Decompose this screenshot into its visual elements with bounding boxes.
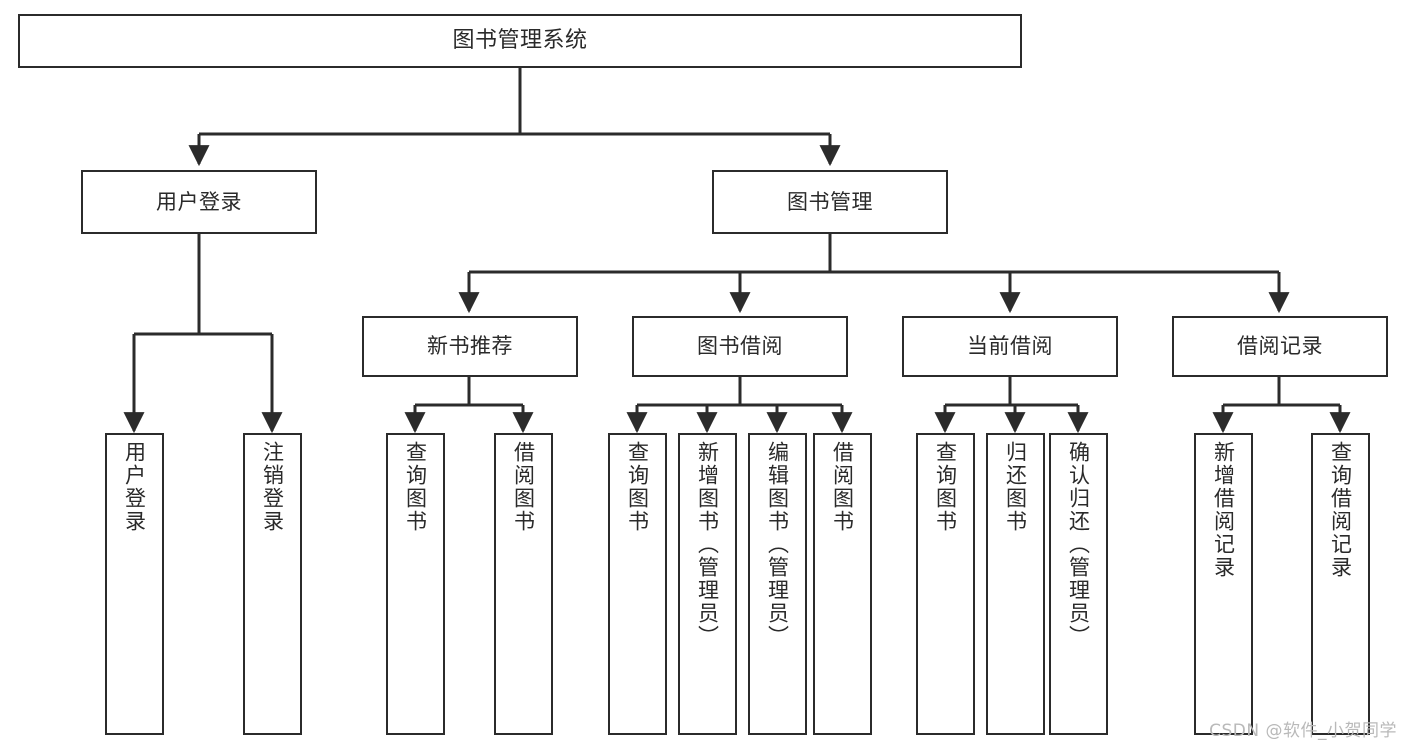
node-current-borrow-label: 当前借阅 xyxy=(967,334,1053,359)
watermark: CSDN @软件_小贺同学 xyxy=(1209,721,1397,741)
node-book-borrow[interactable]: 图书借阅 xyxy=(632,316,848,377)
leaf-query-book-1-label: 查询图书 xyxy=(403,441,428,533)
leaf-user-login-label: 用户登录 xyxy=(122,441,147,533)
node-borrow-record-label: 借阅记录 xyxy=(1237,334,1323,359)
leaf-query-book-3-label: 查询图书 xyxy=(933,441,958,533)
leaf-query-book-3[interactable]: 查询图书 xyxy=(916,433,975,735)
node-book-manage-label: 图书管理 xyxy=(787,189,873,214)
leaf-user-login[interactable]: 用户登录 xyxy=(105,433,164,735)
leaf-query-record-label: 查询借阅记录 xyxy=(1328,441,1353,579)
leaf-query-book-1[interactable]: 查询图书 xyxy=(386,433,445,735)
leaf-query-record[interactable]: 查询借阅记录 xyxy=(1311,433,1370,735)
leaf-return-book-label: 归还图书 xyxy=(1003,441,1028,533)
leaf-borrow-book-2[interactable]: 借阅图书 xyxy=(813,433,872,735)
node-book-borrow-label: 图书借阅 xyxy=(697,334,783,359)
node-current-borrow[interactable]: 当前借阅 xyxy=(902,316,1118,377)
leaf-add-book-label: 新增图书（管理员） xyxy=(695,441,720,648)
node-root[interactable]: 图书管理系统 xyxy=(18,14,1022,68)
leaf-logout-label: 注销登录 xyxy=(260,441,285,533)
leaf-return-book[interactable]: 归还图书 xyxy=(986,433,1045,735)
leaf-confirm-return[interactable]: 确认归还（管理员） xyxy=(1049,433,1108,735)
node-root-label: 图书管理系统 xyxy=(452,28,588,54)
node-new-book-rec[interactable]: 新书推荐 xyxy=(362,316,578,377)
leaf-add-record-label: 新增借阅记录 xyxy=(1211,441,1236,579)
node-borrow-record[interactable]: 借阅记录 xyxy=(1172,316,1388,377)
leaf-query-book-2-label: 查询图书 xyxy=(625,441,650,533)
leaf-borrow-book-1[interactable]: 借阅图书 xyxy=(494,433,553,735)
leaf-logout[interactable]: 注销登录 xyxy=(243,433,302,735)
leaf-borrow-book-1-label: 借阅图书 xyxy=(511,441,536,533)
node-new-book-rec-label: 新书推荐 xyxy=(427,334,513,359)
leaf-borrow-book-2-label: 借阅图书 xyxy=(830,441,855,533)
leaf-add-record[interactable]: 新增借阅记录 xyxy=(1194,433,1253,735)
leaf-edit-book[interactable]: 编辑图书（管理员） xyxy=(748,433,807,735)
node-user-login[interactable]: 用户登录 xyxy=(81,170,317,234)
leaf-confirm-return-label: 确认归还（管理员） xyxy=(1066,441,1091,648)
leaf-add-book[interactable]: 新增图书（管理员） xyxy=(678,433,737,735)
node-book-manage[interactable]: 图书管理 xyxy=(712,170,948,234)
leaf-query-book-2[interactable]: 查询图书 xyxy=(608,433,667,735)
node-user-login-label: 用户登录 xyxy=(156,189,242,214)
leaf-edit-book-label: 编辑图书（管理员） xyxy=(765,441,790,648)
